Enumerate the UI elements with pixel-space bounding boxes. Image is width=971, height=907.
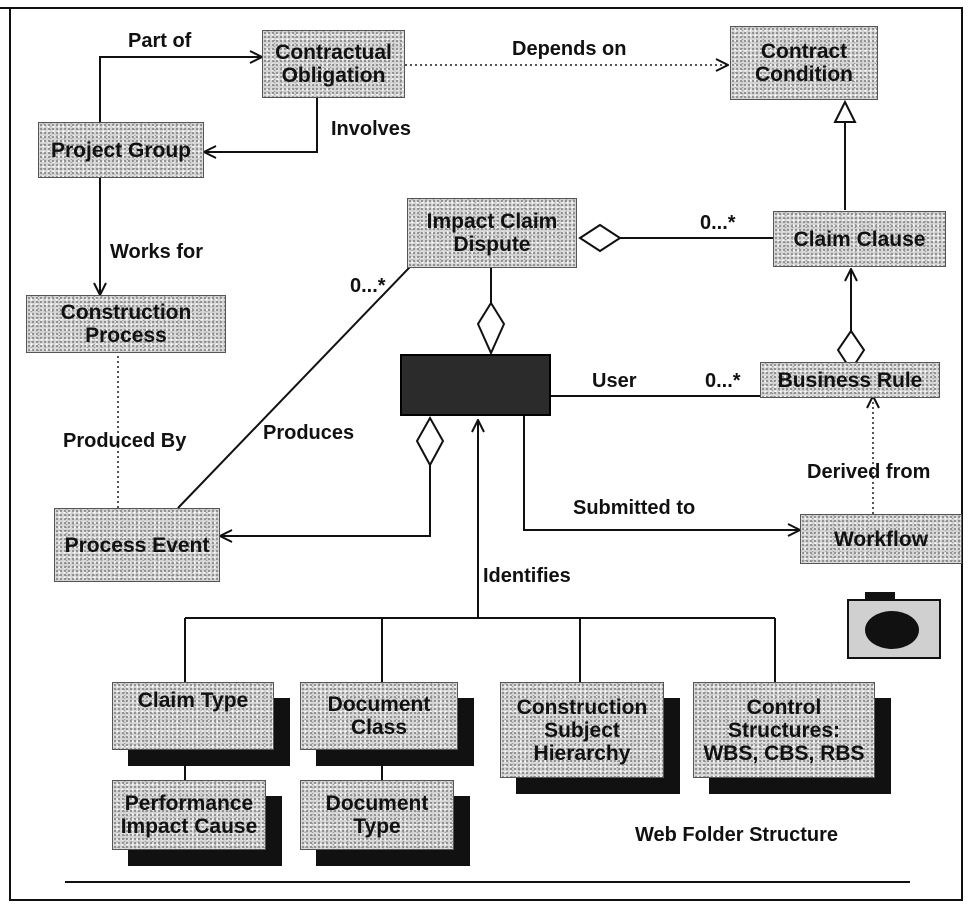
label-produced-by: Produced By (63, 430, 187, 452)
label-identifies: Identifies (483, 565, 571, 587)
camera-icon (847, 592, 941, 659)
folder-claim-type: Claim Type (112, 682, 274, 750)
node-project-group: Project Group (38, 122, 204, 178)
node-impact-claim-dispute: Impact Claim Dispute (407, 198, 577, 268)
edge-part-of (99, 57, 262, 122)
folder-document-class: Document Class (300, 682, 458, 750)
label-submitted-to: Submitted to (573, 497, 696, 519)
folder-document-type: Document Type (300, 780, 454, 850)
folder-construction-subject-hierarchy: Construction Subject Hierarchy (500, 682, 664, 778)
multiplicity-business-rule: 0...* (705, 370, 741, 392)
label-involves: Involves (331, 118, 412, 140)
frame (9, 7, 963, 901)
node-document: Document (400, 354, 551, 416)
label-depends-on: Depends on (512, 38, 627, 60)
edge-involves (204, 97, 318, 152)
folder-control-structures: Control Structures: WBS, CBS, RBS (693, 682, 875, 778)
node-contractual-obligation: Contractual Obligation (262, 30, 405, 98)
multiplicity-event: 0...* (350, 275, 386, 297)
caption-web-folder-structure: Web Folder Structure (635, 824, 838, 846)
edge-document-event (220, 465, 431, 536)
folder-performance-impact-cause: Performance Impact Cause (112, 780, 266, 850)
label-derived-from: Derived from (807, 461, 931, 483)
node-contract-condition: Contract Condition (730, 26, 878, 100)
label-part-of: Part of (128, 30, 192, 52)
generalization-arrowhead (833, 99, 857, 123)
label-user: User (592, 370, 637, 392)
node-claim-clause: Claim Clause (773, 211, 946, 267)
node-construction-process: Construction Process (26, 295, 226, 353)
multiplicity-claim-clause: 0...* (700, 212, 736, 234)
edge-produces (177, 244, 432, 509)
edge-submitted-to (523, 416, 800, 530)
node-process-event: Process Event (54, 508, 220, 582)
label-works-for: Works for (110, 241, 203, 263)
node-workflow: Workflow (800, 514, 962, 564)
label-produces: Produces (263, 422, 355, 444)
node-business-rule: Business Rule (760, 362, 940, 398)
